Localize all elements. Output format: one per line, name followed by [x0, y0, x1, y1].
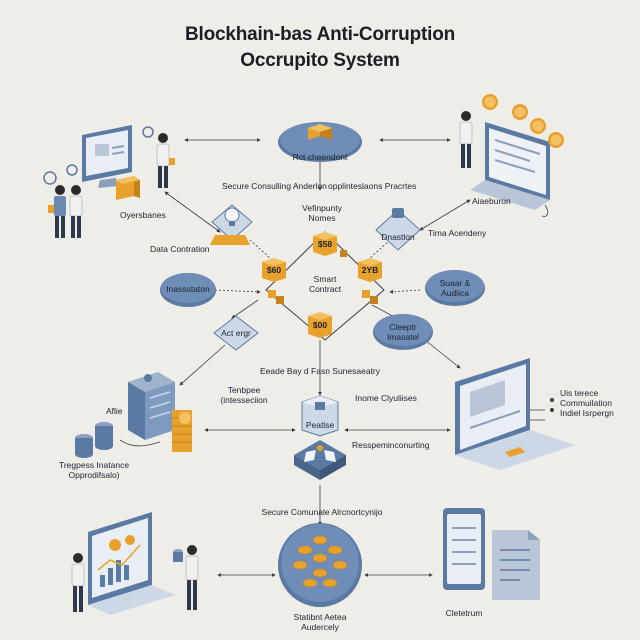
- label-aiaeburon: Aiaeburon: [472, 196, 511, 206]
- label-left-diamond: Act ergr: [221, 328, 251, 338]
- label-top-row-right: opplinteslaons Pracrtes: [328, 181, 417, 191]
- label-vefinpunty-1: Vefinpunty: [302, 203, 342, 213]
- label-uis-2: Commuilation: [560, 398, 612, 408]
- title-line-2: Occrupito System: [240, 50, 400, 71]
- label-vefinpunty-2: Nomes: [308, 213, 336, 223]
- label-uis-3: Indiel Isrpergn: [560, 408, 614, 418]
- coins-top-right: [482, 94, 564, 148]
- label-secure-comunale: Secure Comunale Alrcnortcynijo: [261, 507, 383, 517]
- node-mid-center: [294, 395, 346, 480]
- label-statibnt-1: Statibnt Aetea: [293, 612, 347, 622]
- label-eeade-bay: Eeade Bay d Fasn Sunesaeatry: [259, 366, 381, 376]
- hex-left: [262, 258, 286, 282]
- hex-value-right: 2YB: [361, 265, 379, 275]
- label-right-oval-2: Audiica: [441, 288, 469, 298]
- hex-value-left: $60: [266, 265, 282, 275]
- laptop-bottom-left: [88, 512, 175, 615]
- node-left-oval: [160, 273, 216, 307]
- label-tregpess-2: Opprodifsalo): [68, 470, 120, 480]
- coin-box-top-left: [116, 176, 140, 200]
- hex-value-top: $58: [317, 239, 333, 249]
- label-top-row: Secure Consulling Anderlon: [222, 181, 327, 191]
- small-cubes: [268, 250, 378, 304]
- label-top-center: Rct cheendont: [292, 152, 348, 162]
- node-left-diamond: [213, 315, 259, 351]
- hex-bottom: [308, 312, 332, 338]
- title-line-1: Blockhain-bas Anti-Corruption: [184, 24, 456, 45]
- laptop-mid-right: [455, 358, 575, 470]
- people-bottom-left: [71, 545, 199, 612]
- smart-contract-network: [262, 231, 385, 341]
- label-cletetrum: Cletetrum: [445, 608, 483, 618]
- label-right-oval-1: Suaar &: [439, 278, 471, 288]
- label-mid-diamond: Peatlse: [305, 420, 335, 430]
- document-bottom-right: [492, 530, 540, 600]
- label-respemin: Resspeminconurting: [352, 440, 430, 450]
- laptop-top-right: [470, 122, 550, 217]
- connectors: [119, 138, 545, 577]
- label-contract-1: Smart: [313, 274, 337, 284]
- hex-value-bottom: $00: [312, 320, 328, 330]
- monitor-top-left: [43, 125, 154, 188]
- label-uis-1: Uis terece: [560, 388, 599, 398]
- tablet-bottom-right: [443, 508, 485, 590]
- label-tenbpee-1: Tenbpee: [227, 385, 261, 395]
- hex-right: [358, 258, 382, 282]
- label-right-oval2-2: Imasatel: [386, 332, 420, 342]
- label-tregpess-1: Tregpess Inatance: [58, 460, 130, 470]
- label-time-acendeny: Tima Acendeny: [428, 228, 487, 238]
- hex-top: [313, 232, 337, 256]
- label-contract-2: Contract: [308, 284, 342, 294]
- label-tenbpee-2: (intesseciion: [220, 395, 268, 405]
- label-right-oval2-1: Cleeptr: [389, 322, 417, 332]
- label-statibnt-2: Audercely: [301, 622, 339, 632]
- label-aflie: Aflie: [106, 406, 123, 416]
- node-lightbulb: [210, 204, 253, 245]
- label-right-diamond: Dnastlon: [381, 232, 415, 242]
- node-bottom-center: [278, 523, 362, 607]
- label-left-oval: Inassstaton: [166, 284, 210, 294]
- label-oyersbanes: Oyersbanes: [120, 210, 166, 220]
- node-right-oval-2: [373, 314, 433, 350]
- server-mid-left: [128, 372, 175, 440]
- label-data-contration: Data Contration: [150, 244, 210, 254]
- people-top-left: [48, 133, 175, 238]
- node-top-center: [278, 122, 362, 162]
- person-top-right: [459, 111, 473, 168]
- coin-stacks-mid-left: [75, 410, 192, 458]
- label-inome-clyuliises: Inome Clyuliises: [355, 393, 417, 403]
- node-right-oval: [425, 270, 485, 306]
- node-right-diamond: [375, 208, 421, 251]
